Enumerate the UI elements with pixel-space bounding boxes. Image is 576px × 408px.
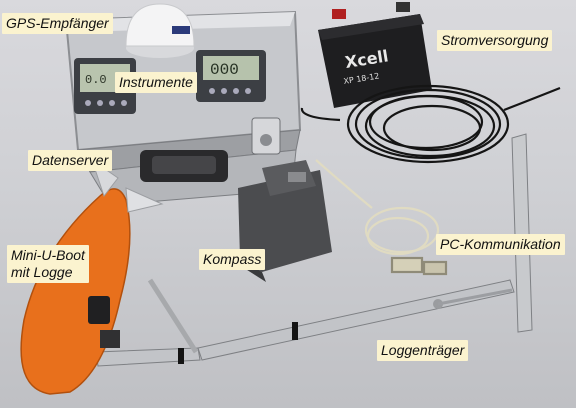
label-mini-u-boot-line1: Mini-U-Boot [11, 247, 85, 263]
label-stromversorgung: Stromversorgung [437, 30, 553, 51]
label-loggentraeger: Loggenträger [377, 340, 469, 361]
instrument-right: 000 [196, 50, 266, 102]
label-gps-empfaenger: GPS-Empfänger [2, 13, 113, 34]
gps-antenna [125, 3, 195, 58]
pc-cable [315, 159, 448, 276]
label-mini-u-boot-line2: mit Logge [11, 264, 73, 280]
log-carrier [95, 133, 533, 367]
instrument-left: 0.0 [74, 58, 136, 114]
svg-text:0.0: 0.0 [85, 73, 107, 87]
label-mini-u-boot: Mini-U-Boot mit Logge [7, 245, 89, 283]
label-datenserver: Datenserver [28, 150, 113, 171]
label-pc-kommunikation: PC-Kommunikation [436, 234, 565, 255]
compass-unit [238, 160, 332, 282]
label-kompass: Kompass [199, 249, 266, 270]
instrument-readout: 000 [210, 61, 239, 79]
battery: Xcell XP 18-12 [318, 2, 432, 108]
label-instrumente: Instrumente [115, 72, 197, 93]
cable-coil [300, 84, 561, 164]
